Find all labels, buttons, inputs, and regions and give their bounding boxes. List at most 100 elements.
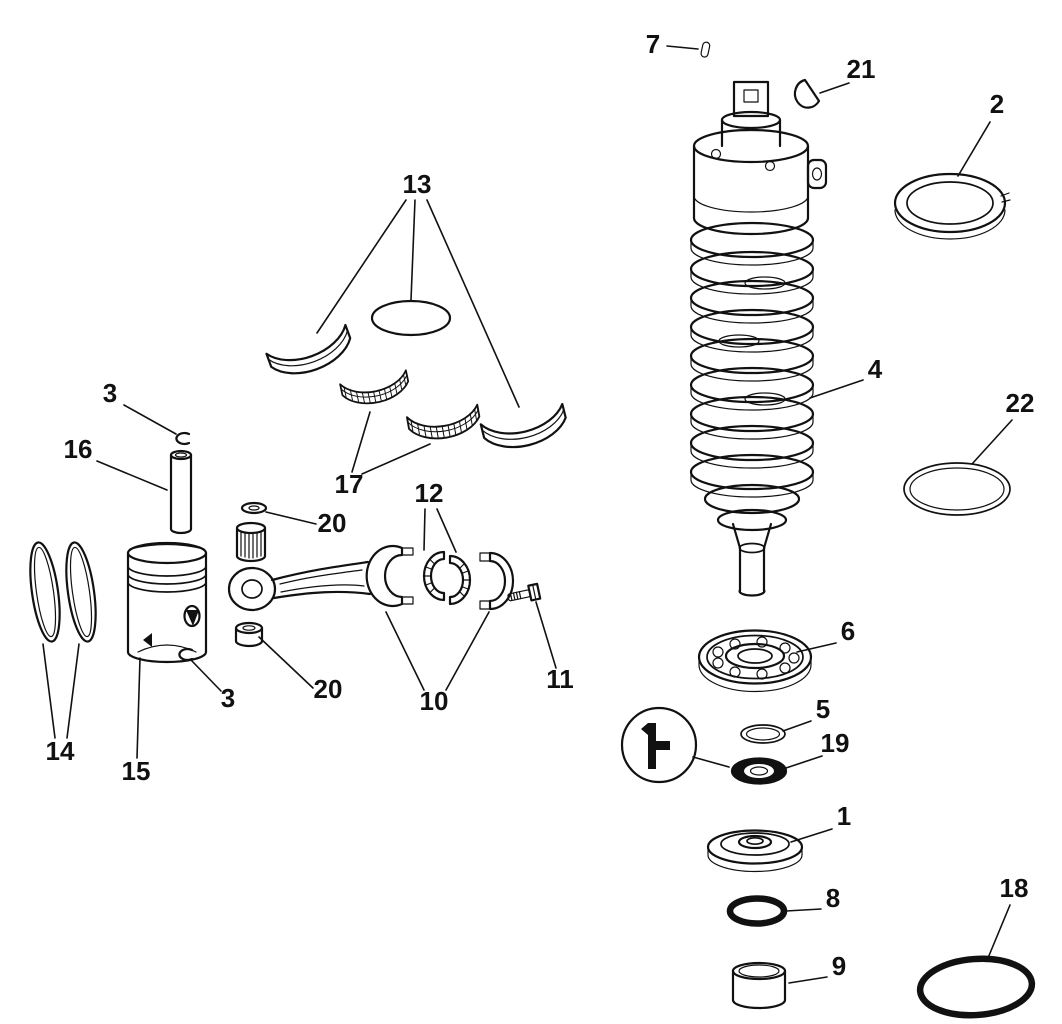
callout-21: 21 <box>819 54 876 94</box>
callout-4: 4 <box>809 354 883 399</box>
cap-bolt-11 <box>507 582 542 602</box>
leader-line <box>436 508 457 553</box>
callout-6: 6 <box>796 616 855 653</box>
callout-label: 3 <box>221 683 235 713</box>
callout-12: 12 <box>415 478 457 553</box>
callout-22: 22 <box>971 388 1034 465</box>
leader-line <box>136 657 141 759</box>
leader-line <box>316 199 407 334</box>
leader-line <box>957 121 991 177</box>
leader-line <box>410 199 416 301</box>
callout-label: 16 <box>64 434 93 464</box>
callout-13: 13 <box>316 169 520 408</box>
leader-line <box>385 611 425 691</box>
clip-3-bottom <box>178 647 194 662</box>
callout-2: 2 <box>957 89 1004 177</box>
nut-20-bottom <box>234 621 264 648</box>
leader-line <box>42 643 56 739</box>
callout-label: 3 <box>103 378 117 408</box>
callout-11: 11 <box>535 601 574 694</box>
callout-20-bottom: 20 <box>258 636 343 704</box>
callout-label: 12 <box>415 478 444 508</box>
hub-washer-1 <box>706 829 804 873</box>
callout-14: 14 <box>42 643 80 766</box>
ring-13 <box>370 299 452 337</box>
leader-line <box>666 45 699 50</box>
leader-line <box>123 404 177 435</box>
leader-line <box>426 199 520 408</box>
leader-line <box>265 511 317 525</box>
leader-line <box>445 611 490 691</box>
callout-label: 20 <box>314 674 343 704</box>
leader-line <box>790 828 833 843</box>
leader-line <box>809 379 864 399</box>
rod-bearing-12-right <box>448 554 472 606</box>
piston-15 <box>126 541 208 664</box>
leader-line <box>258 636 314 689</box>
callout-7: 7 <box>646 29 699 59</box>
callout-10: 10 <box>385 611 490 716</box>
callout-17: 17 <box>335 411 431 499</box>
leader-line <box>190 659 222 692</box>
callout-label: 2 <box>990 89 1004 119</box>
callout-label: 14 <box>46 736 75 766</box>
callout-label: 18 <box>1000 873 1029 903</box>
cup-plug-9 <box>731 961 787 1010</box>
oil-seal-19 <box>730 757 788 785</box>
clip-3-top <box>175 431 191 446</box>
callout-19: 19 <box>785 728 850 769</box>
leader-line <box>361 443 431 475</box>
dowel-pin-7 <box>700 41 711 58</box>
leader-line <box>971 419 1013 465</box>
callout-8: 8 <box>785 883 840 913</box>
callout-label: 21 <box>847 54 876 84</box>
washer-5 <box>740 724 786 744</box>
connecting-rod-10 <box>227 544 414 612</box>
callout-16: 16 <box>64 434 168 491</box>
o-ring-8 <box>726 895 788 927</box>
callout-label: 10 <box>420 686 449 716</box>
leader-line <box>819 82 850 94</box>
leader-line <box>785 755 823 769</box>
callout-label: 19 <box>821 728 850 758</box>
callout-label: 6 <box>841 616 855 646</box>
ball-bearing-6 <box>697 629 813 693</box>
seal-detail-view <box>620 706 730 784</box>
callout-20-top: 20 <box>265 508 347 538</box>
needle-cage-17-left <box>340 370 411 409</box>
callout-label: 1 <box>837 801 851 831</box>
leader-line <box>796 642 837 653</box>
leader-line <box>423 508 426 551</box>
o-ring-18 <box>916 955 1036 1019</box>
leader-line <box>782 720 812 732</box>
callout-15: 15 <box>122 657 151 786</box>
piston-rings-14 <box>29 541 97 643</box>
leader-line <box>987 904 1011 959</box>
leader-line <box>788 976 828 984</box>
rod-bearing-12-left <box>422 550 446 602</box>
crankshaft-4 <box>689 80 828 597</box>
callout-18: 18 <box>987 873 1029 959</box>
leader-line <box>66 643 80 739</box>
callout-label: 11 <box>546 664 574 694</box>
callout-label: 4 <box>868 354 883 384</box>
callout-5: 5 <box>782 694 830 732</box>
leader-line <box>785 908 822 912</box>
callout-label: 20 <box>318 508 347 538</box>
callout-label: 15 <box>122 756 151 786</box>
callout-3-top: 3 <box>103 378 177 435</box>
bearing-shell-13-right <box>479 402 572 457</box>
callout-label: 7 <box>646 29 660 59</box>
retainer-ring-2 <box>893 172 1011 240</box>
detail-connector-line <box>692 756 730 768</box>
callout-9: 9 <box>788 951 846 984</box>
retainer-20-top <box>235 501 268 563</box>
callout-label: 13 <box>403 169 432 199</box>
callout-label: 9 <box>832 951 846 981</box>
leader-line <box>535 601 557 669</box>
callout-label: 8 <box>826 883 840 913</box>
needle-cage-17-right <box>407 405 482 444</box>
callout-label: 5 <box>816 694 830 724</box>
